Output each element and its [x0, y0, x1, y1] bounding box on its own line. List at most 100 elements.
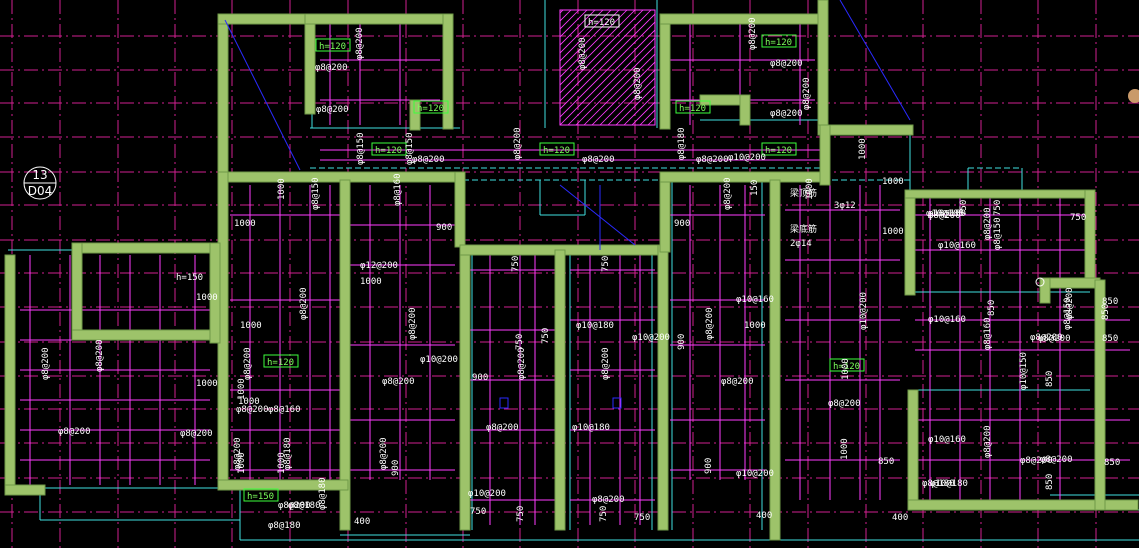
- hatch-line: [560, 29, 655, 125]
- shear-wall: [442, 13, 454, 130]
- hatch-line: [560, 10, 628, 78]
- rebar-label: φ10@200: [728, 153, 766, 163]
- note-text: h=150: [176, 273, 203, 283]
- dimension-label-v: 750: [515, 334, 525, 350]
- shear-wall: [71, 242, 221, 254]
- rebar-label: φ10@180: [572, 423, 610, 433]
- rebar-label-v: φ8@200: [983, 425, 993, 458]
- slab-tag-box: [761, 142, 797, 156]
- dimension-label: 400: [756, 511, 772, 521]
- rebar-label: φ12@200: [360, 261, 398, 271]
- hatch-line: [567, 37, 655, 125]
- shear-wall: [904, 189, 916, 296]
- dimension-label-v: 750: [959, 200, 969, 216]
- rebar-label: φ8@200: [1020, 456, 1053, 466]
- rebar-label: φ10@200: [420, 355, 458, 365]
- shear-wall: [904, 189, 1094, 199]
- dimension-label-v: 150: [750, 180, 760, 196]
- dimension-label-v: 1000: [237, 452, 247, 474]
- dimension-label: 1000: [744, 321, 766, 331]
- slab-tag-box: [371, 142, 407, 156]
- rebar-label: φ8@200: [828, 399, 861, 409]
- dimension-label: 1000: [882, 177, 904, 187]
- dimension-label: 750: [470, 507, 486, 517]
- hatch-line: [575, 45, 655, 125]
- dimension-label: 1000: [196, 379, 218, 389]
- rebar-label: φ8@160: [268, 405, 301, 415]
- shear-wall: [739, 94, 751, 126]
- slab-tag: h=120: [765, 38, 792, 48]
- slab-tag: h=150: [247, 492, 274, 502]
- rebar-label: φ8@200: [236, 405, 269, 415]
- slab-tag: h=120: [267, 358, 294, 368]
- hatch-line: [560, 10, 636, 86]
- dimension-label: 1000: [238, 397, 260, 407]
- blue-line: [559, 184, 636, 246]
- rebar-label: φ8@200: [696, 155, 729, 165]
- shaft-rect: [559, 9, 656, 126]
- slab-tag-box: [761, 34, 797, 48]
- slab-tag-box: [263, 354, 299, 368]
- shear-walls: [4, 0, 1139, 541]
- hatch-line: [591, 61, 655, 125]
- rebar-label-v: φ8@200: [578, 37, 588, 70]
- slab-tag-box: [675, 100, 711, 114]
- rebar-label: φ10@160: [928, 435, 966, 445]
- shear-wall: [769, 179, 781, 541]
- rebar-label: φ8@200: [770, 59, 803, 69]
- dimension-label: 1000: [196, 293, 218, 303]
- rebar-label: φ8@200: [316, 105, 349, 115]
- shear-wall: [659, 171, 671, 253]
- rebar-label: φ10@180: [576, 321, 614, 331]
- rebar-label-v: φ8@200: [408, 307, 418, 340]
- rebar-label: φ10@160: [938, 241, 976, 251]
- hatch-line: [560, 10, 588, 38]
- dimension-label-v: 900: [704, 458, 714, 474]
- dimension-label: 400: [354, 517, 370, 527]
- dimension-label: 850: [1102, 334, 1118, 344]
- blue-annotation-lines: [224, 0, 911, 409]
- shear-wall: [659, 13, 671, 130]
- dimension-label-v: 1000: [841, 358, 851, 380]
- shear-wall: [4, 254, 16, 496]
- rebar-label: φ8@200: [592, 495, 625, 505]
- rebar-label: φ8@200: [1038, 334, 1071, 344]
- slab-tag: h=120: [319, 42, 346, 52]
- beam-label: 2φ14: [790, 239, 812, 249]
- rebar-label: φ8@200: [721, 377, 754, 387]
- rebar-label-v: φ8@200: [802, 77, 812, 110]
- hatched-area: [559, 9, 656, 126]
- rebar-label-v: φ8@200: [1065, 287, 1075, 320]
- shear-wall: [71, 242, 83, 339]
- rebar-label: φ8@200: [486, 423, 519, 433]
- rebar-label: φ8@180: [922, 479, 955, 489]
- rebar-label-v: φ8@200: [705, 307, 715, 340]
- rebar-label: φ8@200: [315, 63, 348, 73]
- shear-wall: [657, 244, 669, 531]
- rebar-label: φ10@200: [632, 333, 670, 343]
- dimension-label-v: 1000: [805, 178, 815, 200]
- slab-tag-box: [413, 100, 449, 114]
- rebar-label-v: φ8@200: [41, 347, 51, 380]
- rebar-label: φ8@200: [1030, 333, 1063, 343]
- rebar-label: φ8@200: [928, 211, 961, 221]
- shear-wall: [1094, 279, 1106, 511]
- slab-tag-box: [829, 358, 865, 372]
- shear-wall: [209, 242, 221, 344]
- dimension-label: 850: [1104, 458, 1120, 468]
- dimension-label-v: 1000: [237, 378, 247, 400]
- shear-wall: [454, 171, 466, 248]
- shear-wall: [817, 0, 829, 131]
- rebar-label-v: φ8@150: [356, 132, 366, 165]
- rebar-label-v: φ8@160: [983, 317, 993, 350]
- rebar-label-v: φ8@160: [393, 173, 403, 206]
- dimension-label-v: 750: [601, 256, 611, 272]
- rebar-label-v: φ8@150: [311, 177, 321, 210]
- dimension-label-v: 1000: [277, 452, 287, 474]
- rebar-label-v: φ8@200: [299, 287, 309, 320]
- dimension-label-v: 900: [391, 460, 401, 476]
- shear-wall: [71, 329, 221, 341]
- shear-wall: [217, 13, 229, 175]
- rebar-label: φ10@160: [928, 315, 966, 325]
